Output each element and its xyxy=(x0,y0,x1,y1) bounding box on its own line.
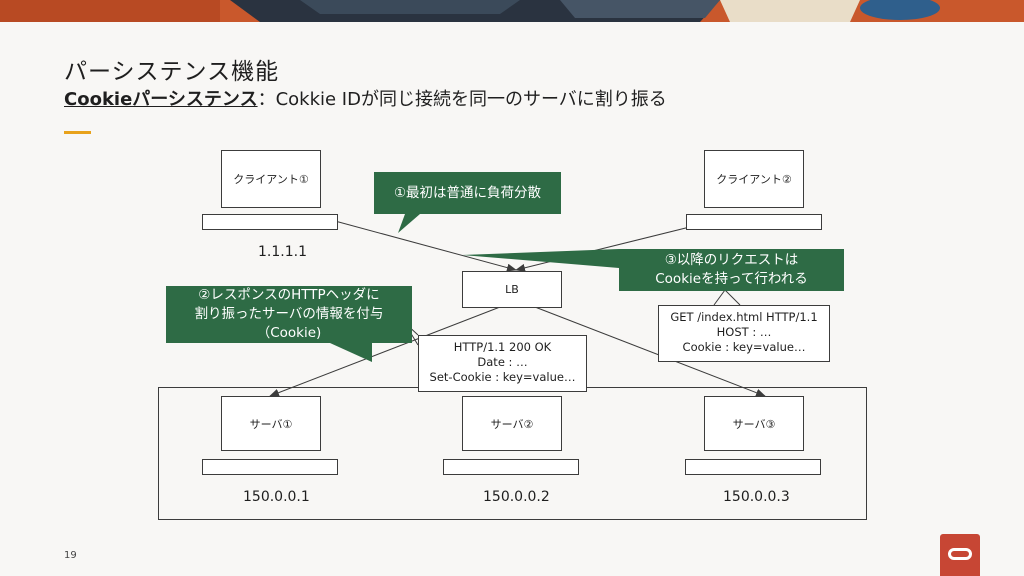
request-line-1: GET /index.html HTTP/1.1 xyxy=(670,310,818,324)
server-2-ip: 150.0.0.2 xyxy=(483,489,550,505)
load-balancer-box: LB xyxy=(462,271,562,308)
request-line-2: HOST : … xyxy=(716,325,772,339)
server-3-label: サーバ③ xyxy=(732,417,776,431)
client-1-label: クライアント① xyxy=(233,173,309,186)
server-1-base xyxy=(202,459,338,475)
callout-subsequent-requests: ③以降のリクエストは Cookieを持って行われる xyxy=(619,249,844,291)
server-1-label: サーバ① xyxy=(249,417,293,431)
client-1-base xyxy=(202,214,338,230)
oracle-logo xyxy=(940,534,980,576)
header-banner xyxy=(0,0,1024,22)
callout-two-line-2: 割り振ったサーバの情報を付与 xyxy=(194,306,384,322)
callout-cookie-header: ②レスポンスのHTTPヘッダに 割り振ったサーバの情報を付与 （Cookie) xyxy=(166,286,412,343)
banner-artwork xyxy=(0,0,1024,22)
accent-bar xyxy=(64,131,91,134)
server-3-ip: 150.0.0.3 xyxy=(723,489,790,505)
client-1-box: クライアント① xyxy=(221,150,321,208)
load-balancer-label: LB xyxy=(505,283,519,296)
response-header-note: HTTP/1.1 200 OK Date : … Set-Cookie : ke… xyxy=(418,335,587,392)
server-2-label: サーバ② xyxy=(490,417,534,431)
page-title: パーシステンス機能 xyxy=(64,59,280,85)
client-2-box: クライアント② xyxy=(704,150,804,208)
subtitle-text: ：Cokkie IDが同じ接続を同一のサーバに割り振る xyxy=(257,89,667,110)
subtitle-keyword: Cookieパーシステンス xyxy=(64,89,258,110)
page-number: 19 xyxy=(64,550,77,561)
logo-ring-icon xyxy=(948,548,972,560)
server-3-box: サーバ③ xyxy=(704,396,804,451)
server-2-base xyxy=(443,459,579,475)
response-line-1: HTTP/1.1 200 OK xyxy=(453,340,552,354)
request-header-note: GET /index.html HTTP/1.1 HOST : … Cookie… xyxy=(658,305,830,362)
page-subtitle: Cookieパーシステンス：Cokkie IDが同じ接続を同一のサーバに割り振る xyxy=(64,85,667,111)
response-line-3: Set-Cookie : key=value… xyxy=(429,370,576,384)
client-1-ip: 1.1.1.1 xyxy=(258,244,307,260)
callout-one-pointer xyxy=(398,214,420,233)
request-note-pointer xyxy=(713,289,741,306)
client-2-label: クライアント② xyxy=(716,173,792,186)
server-3-base xyxy=(685,459,821,475)
callout-one-line-1: ①最初は普通に負荷分散 xyxy=(393,184,542,201)
arrow-lb-to-server3 xyxy=(534,306,766,397)
request-line-3: Cookie : key=value… xyxy=(682,340,806,354)
callout-three-line-1: ③以降のリクエストは xyxy=(664,252,799,268)
response-line-2: Date : … xyxy=(477,355,528,369)
callout-two-line-1: ②レスポンスのHTTPヘッダに xyxy=(198,287,380,303)
arrow-lb-to-server1 xyxy=(269,306,501,397)
server-1-ip: 150.0.0.1 xyxy=(243,489,310,505)
server-1-box: サーバ① xyxy=(221,396,321,451)
callout-two-pointer xyxy=(330,343,372,362)
callout-initial-balancing: ①最初は普通に負荷分散 xyxy=(374,172,561,214)
arrow-client1-to-lb xyxy=(334,220,517,272)
client-2-base xyxy=(686,214,822,230)
callout-three-line-2: Cookieを持って行われる xyxy=(655,271,808,287)
server-2-box: サーバ② xyxy=(462,396,562,451)
callout-three-pointer xyxy=(462,249,619,268)
callout-two-line-3: （Cookie) xyxy=(256,325,322,341)
